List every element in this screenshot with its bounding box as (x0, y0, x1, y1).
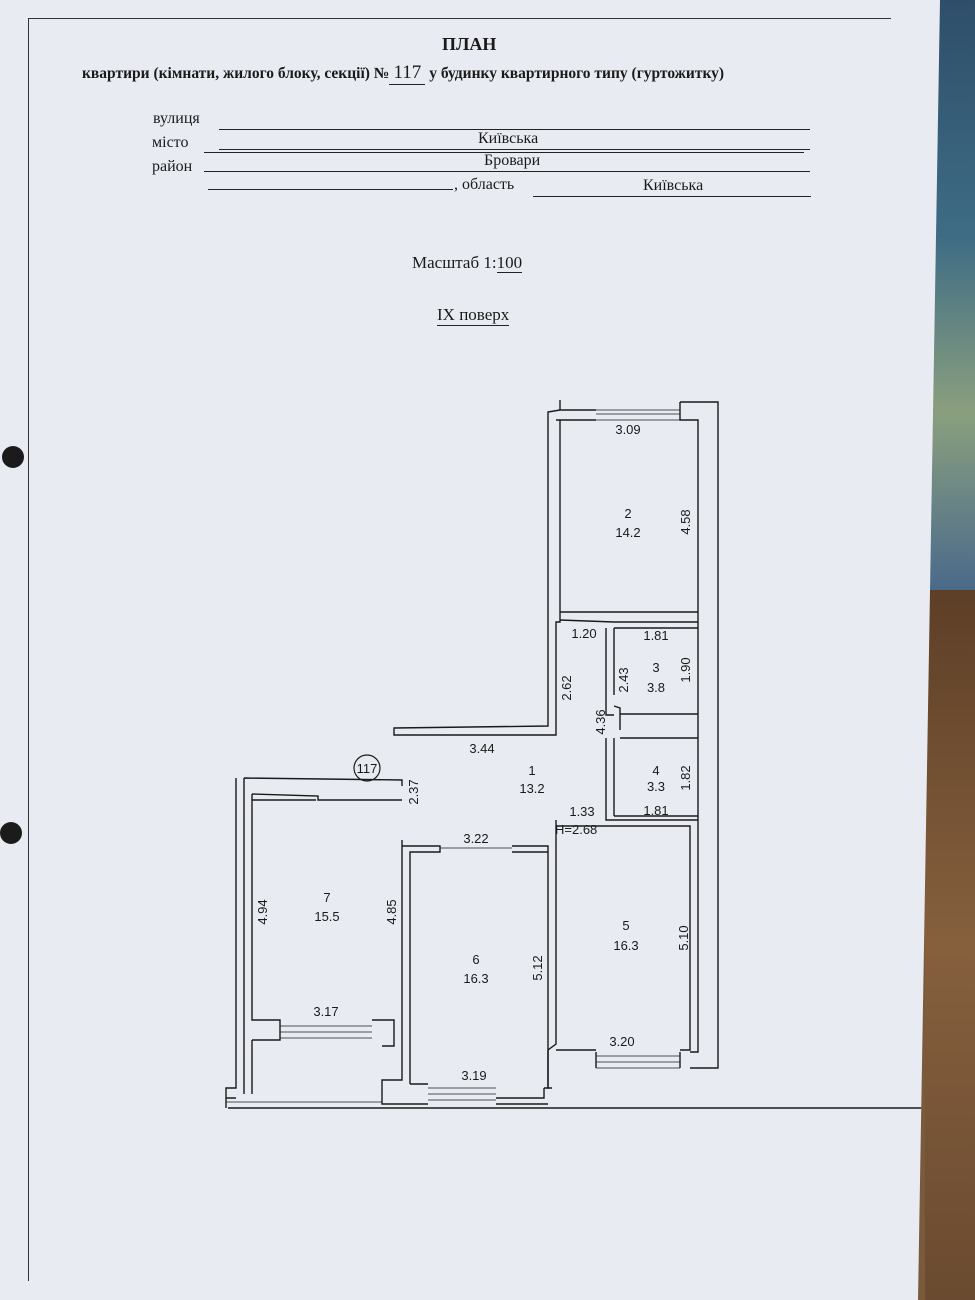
city-line (204, 152, 804, 153)
dim-r7-right: 4.85 (384, 899, 399, 924)
subtitle-prefix: квартири (кімнати, жилого блоку, секції)… (82, 65, 390, 82)
street-value: Київська (478, 130, 539, 147)
dim-r5-bottom: 3.20 (609, 1034, 634, 1049)
scale-value: 100 (496, 253, 523, 273)
dim-r6-bottom: 3.19 (461, 1068, 486, 1083)
document-title: ПЛАН (442, 34, 497, 54)
city-value: Бровари (484, 152, 541, 169)
background-table (925, 590, 975, 1300)
page-frame (28, 18, 891, 1281)
room-1-area: 13.2 (519, 781, 544, 796)
room-3-number: 3 (652, 660, 659, 675)
region-label: , область (454, 176, 515, 193)
dim-hall-bottom: 1.33 (569, 804, 594, 819)
floor-label: IX поверх (437, 305, 510, 326)
dim-r4-bottom: 1.81 (643, 803, 668, 818)
apartment-marker: 117 (357, 761, 378, 776)
dim-r2-right: 4.58 (678, 509, 693, 534)
region-value: Київська (643, 177, 704, 194)
dim-corr-vertical: 4.36 (593, 709, 608, 734)
dim-r3-right: 1.90 (678, 657, 693, 682)
scale-label: Масштаб 1:100 (412, 253, 523, 273)
dim-r6-top: 3.22 (463, 831, 488, 846)
plan-windows (226, 409, 680, 1103)
dim-hall-top: 3.44 (469, 741, 494, 756)
room-1-number: 1 (528, 763, 535, 778)
dim-r4-right: 1.82 (678, 765, 693, 790)
dim-r6-right: 5.12 (530, 955, 545, 980)
room-labels: 2 14.2 3 3.8 4 3.3 1 13.2 5 16.3 6 16.3 … (314, 506, 665, 986)
dim-r7-left: 4.94 (255, 899, 270, 924)
city-label: місто (152, 134, 189, 151)
dim-corr-width: 1.20 (571, 626, 596, 641)
street-line (219, 129, 810, 130)
room-5-area: 16.3 (613, 938, 638, 953)
city-line-2 (204, 171, 810, 172)
street-label: вулиця (153, 110, 200, 127)
room-5-number: 5 (622, 918, 629, 933)
dim-r3-left: 2.43 (616, 667, 631, 692)
dim-r3-top: 1.81 (643, 628, 668, 643)
dimension-labels: 3.09 4.58 1.81 1.90 2.43 1.82 1.81 1.20 … (255, 422, 693, 1083)
punch-hole (0, 822, 22, 844)
room-7-area: 15.5 (314, 909, 339, 924)
punch-hole (2, 446, 24, 468)
document-subtitle: квартири (кімнати, жилого блоку, секції)… (82, 62, 724, 85)
dim-hall-left: 2.37 (406, 779, 421, 804)
room-2-area: 14.2 (615, 525, 640, 540)
plan-walls (225, 400, 940, 1109)
scale-prefix: Масштаб 1: (412, 253, 497, 272)
ceiling-height: Н=2.68 (555, 822, 597, 837)
room-7-number: 7 (323, 890, 330, 905)
region-line (533, 196, 811, 197)
district-label: район (152, 158, 193, 175)
dim-r7-bottom: 3.17 (313, 1004, 338, 1019)
dim-r2-top: 3.09 (615, 422, 640, 437)
room-6-number: 6 (472, 952, 479, 967)
room-4-area: 3.3 (647, 779, 665, 794)
dim-corr-height: 2.62 (559, 675, 574, 700)
subtitle-suffix: у будинку квартирного типу (гуртожитку) (429, 65, 725, 82)
room-3-area: 3.8 (647, 680, 665, 695)
dim-r5-right: 5.10 (676, 925, 691, 950)
street-line-2 (219, 149, 810, 150)
room-4-number: 4 (652, 763, 659, 778)
plan-marker: 117 (353, 754, 381, 782)
room-2-number: 2 (624, 506, 631, 521)
district-line (208, 189, 453, 190)
apartment-number: 117 (389, 62, 426, 85)
room-6-area: 16.3 (463, 971, 488, 986)
